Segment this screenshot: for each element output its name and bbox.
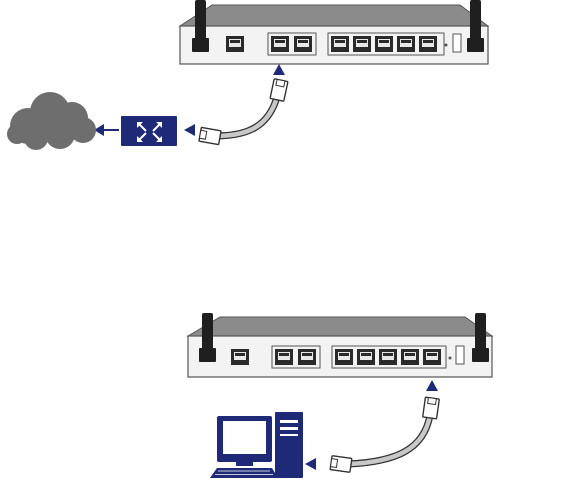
- bottom-router-left-antenna: [202, 313, 213, 353]
- network-device: [121, 116, 177, 146]
- top-router-right-antenna: [470, 0, 481, 40]
- bottom-router-lid: [188, 317, 492, 336]
- cloud-icon: [7, 92, 96, 150]
- bottom-router-wan-port: [231, 349, 249, 365]
- top-cable: [199, 79, 288, 145]
- top-router-left-antenna-base: [192, 38, 209, 52]
- top-router-left-antenna: [195, 0, 206, 40]
- bottom-router-led: [449, 357, 452, 360]
- device-input-arrow: [184, 124, 195, 136]
- bottom-router: [188, 313, 492, 377]
- top-router-led: [445, 44, 448, 47]
- top-router-power-button: [453, 34, 461, 52]
- top-router-right-antenna-base: [467, 38, 484, 52]
- bottom-router-left-antenna-base: [199, 348, 216, 362]
- desktop-computer-icon: [210, 412, 303, 478]
- bottom-cable-arrow: [426, 380, 438, 391]
- bottom-router-right-antenna-base: [472, 348, 489, 362]
- top-router-lan-ports: [328, 33, 444, 55]
- bottom-router-right-antenna: [475, 313, 486, 353]
- top-router-wan-port: [226, 36, 244, 52]
- top-cable-arrow: [273, 64, 285, 75]
- top-router: [180, 0, 488, 64]
- bottom-router-power-button: [456, 346, 464, 364]
- top-router-lid: [180, 5, 488, 26]
- bottom-router-lan-ports: [332, 346, 446, 368]
- computer-input-arrow: [305, 458, 316, 470]
- bottom-cable: [330, 397, 439, 472]
- internet-arrow: [94, 124, 119, 136]
